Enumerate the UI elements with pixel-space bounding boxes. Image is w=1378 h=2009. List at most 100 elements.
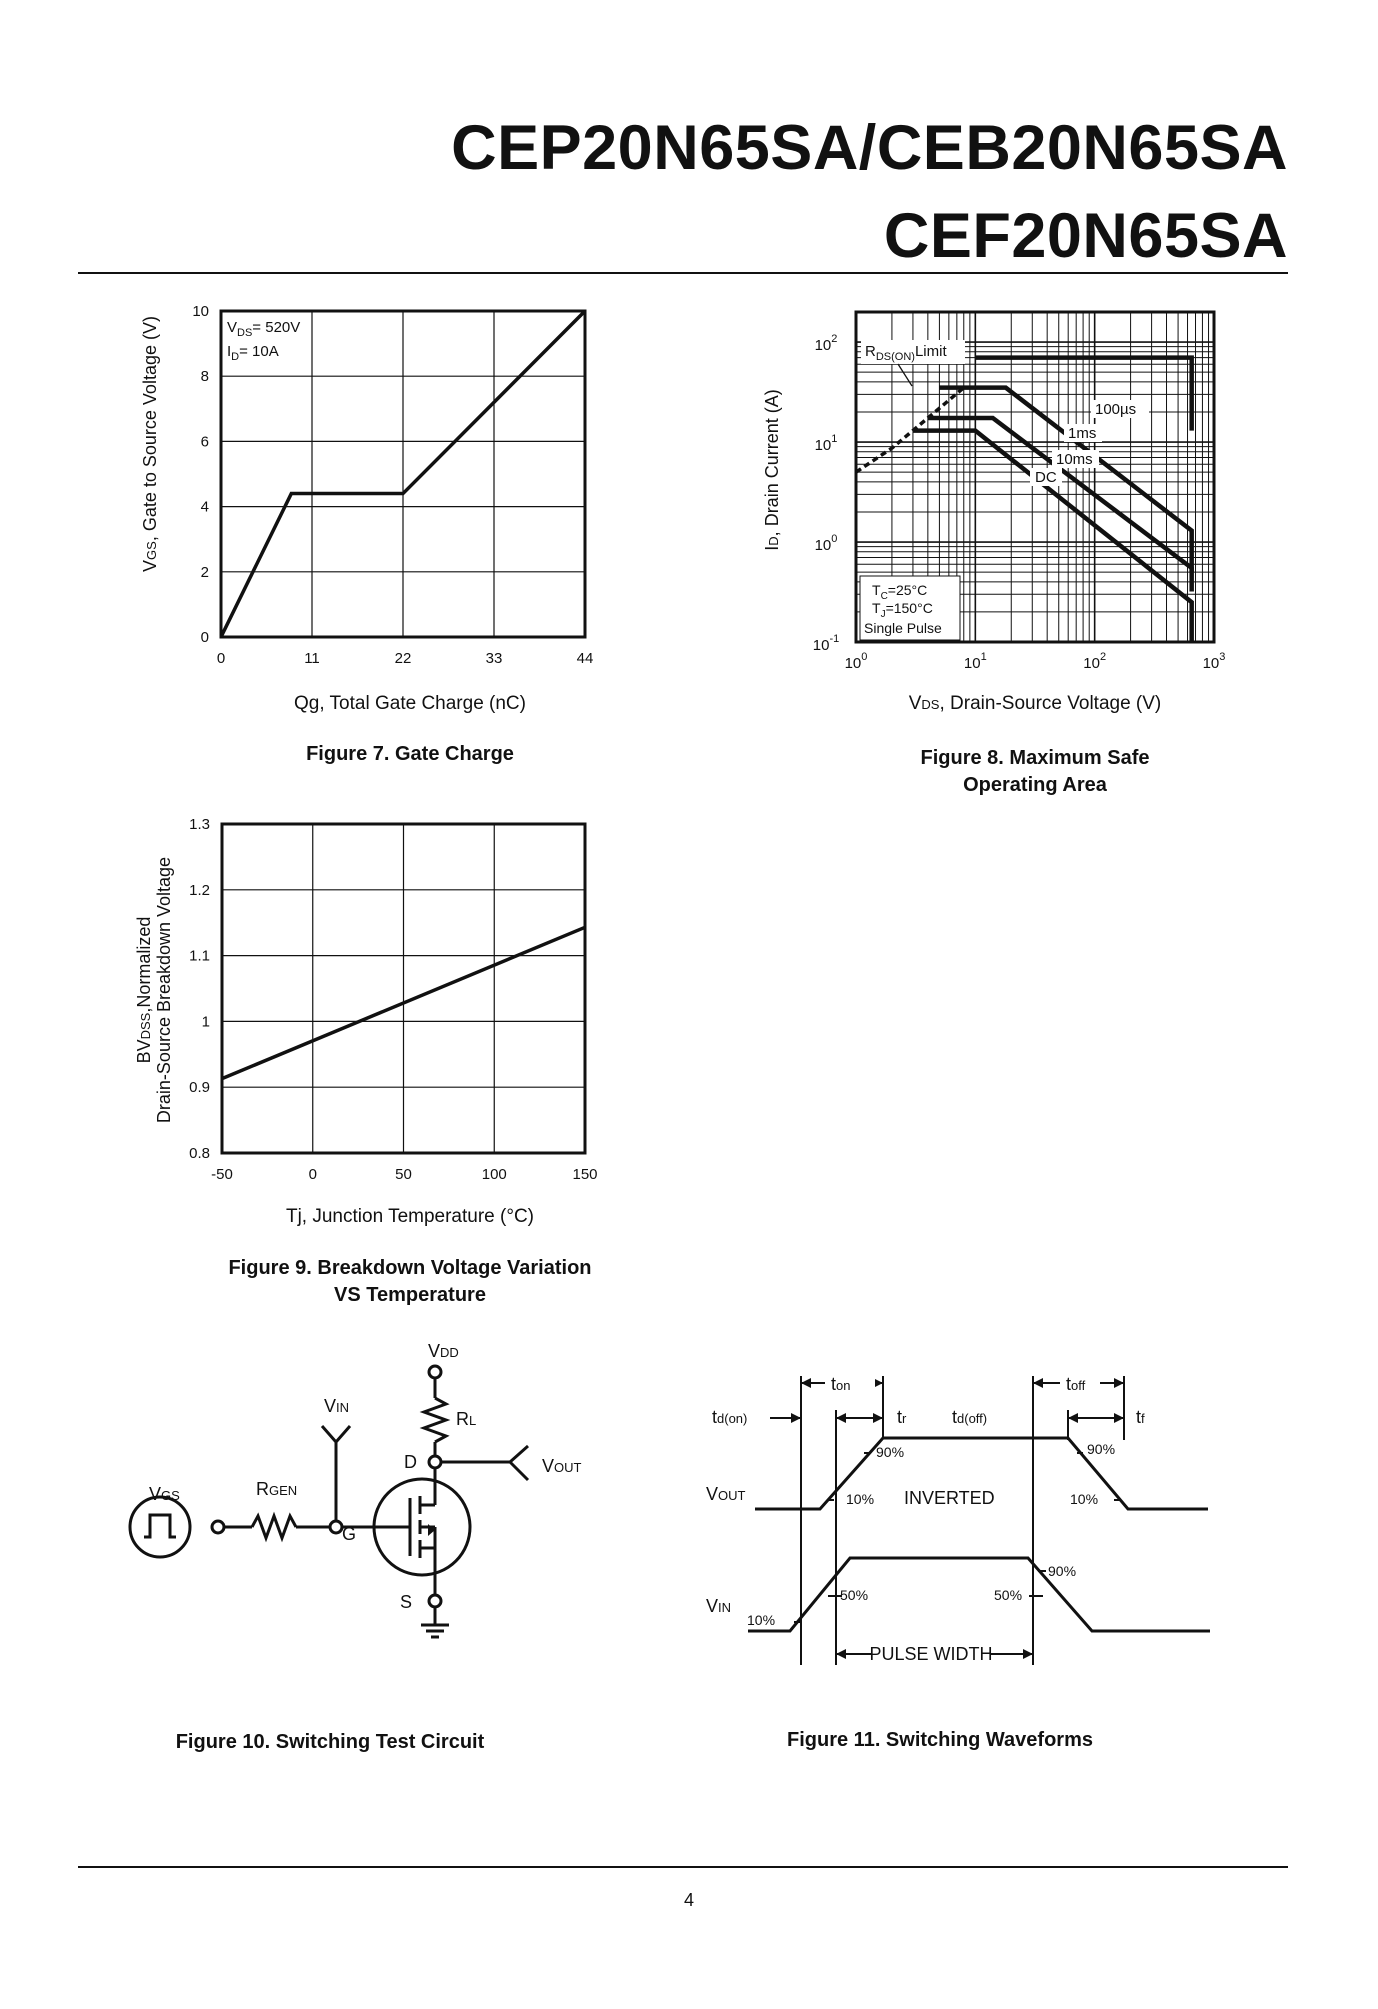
fig8-ytick-label: 10-1 xyxy=(813,633,839,654)
fig11-p10a: 10% xyxy=(846,1491,874,1507)
fig8-label-10ms: 10ms xyxy=(1056,451,1093,468)
page-number: 4 xyxy=(683,1890,694,1910)
fig9-frame xyxy=(220,822,587,1155)
fig10-vin-label: VIN xyxy=(324,1396,349,1416)
fig7-ytick-label: 10 xyxy=(192,303,209,320)
fig9-xtick-label: 150 xyxy=(572,1166,597,1183)
fig11-toff-label: toff xyxy=(1066,1374,1086,1394)
footer-rule xyxy=(78,1866,1288,1868)
fig8-single-pulse: Single Pulse xyxy=(864,620,942,636)
fig8-series-dc xyxy=(912,428,1194,642)
fig9-ytick-label: 1 xyxy=(202,1013,210,1030)
fig11-p10c: 10% xyxy=(747,1612,775,1628)
fig9-ytick-label: 0.8 xyxy=(189,1145,210,1162)
fig9-ytick-label: 0.9 xyxy=(189,1079,210,1096)
document-title-line2: CEF20N65SA xyxy=(883,201,1288,271)
fig8-frame xyxy=(854,310,1216,644)
fig10-source-node xyxy=(427,1593,443,1609)
fig7-series-line xyxy=(219,309,587,638)
fig11-p90b: 90% xyxy=(1087,1441,1115,1457)
fig11-pulse-width-label: PULSE WIDTH xyxy=(869,1644,992,1664)
fig7-xtick-label: 11 xyxy=(304,650,320,667)
fig11-tdoff-label: td(off) xyxy=(952,1407,987,1427)
fig8-rds-leader xyxy=(897,363,913,387)
fig8-tj: TJ=150°C xyxy=(872,600,933,620)
fig10-circuit: VDD RL VIN VOUT VGS RGEN D G S xyxy=(128,1341,582,1639)
fig8-series-1ms xyxy=(939,385,1194,573)
fig7-ytick-label: 4 xyxy=(201,499,209,516)
fig8-label-dc: DC xyxy=(1035,469,1057,486)
fig10-rl-resistor xyxy=(419,1396,451,1444)
document-title-line1: CEP20N65SA/CEB20N65SA xyxy=(451,113,1288,183)
fig7-ytick-label: 8 xyxy=(201,368,209,385)
fig11-tdon-label: td(on) xyxy=(712,1407,747,1427)
fig7-ytick-label: 6 xyxy=(201,433,209,450)
fig11-p50a: 50% xyxy=(840,1587,868,1603)
fig10-vout-label: VOUT xyxy=(542,1456,582,1476)
fig10-drain-node xyxy=(427,1454,443,1470)
fig11-ton-label: ton xyxy=(831,1374,850,1394)
fig8-rds-label-bg xyxy=(861,340,965,364)
fig10-gate-node xyxy=(328,1519,344,1535)
fig8-ytick-label: 101 xyxy=(815,433,838,454)
fig7-xtick-label: 44 xyxy=(577,650,594,667)
fig11-tr-label: tr xyxy=(897,1407,907,1427)
fig9-ylabel-line2: Drain-Source Breakdown Voltage xyxy=(154,857,174,1123)
fig11-vout-wave xyxy=(755,1436,1208,1511)
fig7-xtick-label: 33 xyxy=(486,650,503,667)
fig8-xtick-label: 100 xyxy=(845,651,868,672)
fig9-ytick-label: 1.2 xyxy=(189,882,210,899)
fig9-grid xyxy=(221,823,586,1154)
fig9-ytick-label: 1.1 xyxy=(189,948,210,965)
fig11-tf-label: tf xyxy=(1136,1407,1145,1427)
fig9-series-line xyxy=(221,925,586,1081)
fig8-series-100-s xyxy=(975,355,1194,431)
fig11-vin-wave xyxy=(748,1556,1210,1633)
fig7-xlabel: Qg, Total Gate Charge (nC) xyxy=(294,693,526,714)
fig9-ytick-label: 1.3 xyxy=(189,816,210,833)
fig9-xtick-label: 50 xyxy=(395,1166,412,1183)
fig8-conditions-box xyxy=(859,575,961,641)
fig7-xtick-label: 0 xyxy=(217,650,225,667)
fig8-label-100us: 100µs xyxy=(1095,401,1136,418)
fig7-annotation-id: ID= 10A xyxy=(227,343,279,363)
header-rule xyxy=(78,272,1288,274)
fig10-vdd-label: VDD xyxy=(428,1341,459,1361)
fig8-xtick-label: 102 xyxy=(1083,651,1106,672)
fig11-p90a: 90% xyxy=(876,1444,904,1460)
fig10-pulse-source xyxy=(128,1495,192,1559)
fig8-xtick-label: 103 xyxy=(1203,651,1226,672)
fig8-rds-limit-label: RDS(ON)Limit xyxy=(865,343,947,363)
fig9-ylabel-line1: BVDSS,Normalized xyxy=(134,917,154,1064)
fig7-ytick-label: 2 xyxy=(201,564,209,581)
fig8-ylabel: ID, Drain Current (A) xyxy=(762,389,782,550)
fig9-xtick-label: -50 xyxy=(211,1166,233,1183)
fig11-caption: Figure 11. Switching Waveforms xyxy=(787,1729,1093,1751)
fig11-waveforms: ton toff td(on) tr td(off) tf VOUT VIN 9… xyxy=(706,1374,1210,1665)
fig8-xtick-label: 101 xyxy=(964,651,987,672)
fig11-p90c: 90% xyxy=(1048,1563,1076,1579)
fig9-xtick-label: 100 xyxy=(482,1166,507,1183)
fig8-series-10ms xyxy=(927,415,1194,592)
fig8-ytick-label: 102 xyxy=(815,333,838,354)
fig7-annotation-vds: VDS= 520V xyxy=(227,319,300,339)
fig10-d-label: D xyxy=(404,1452,417,1472)
fig10-input-node xyxy=(210,1519,226,1535)
fig10-vdd-node xyxy=(427,1364,443,1380)
fig11-vin-label: VIN xyxy=(706,1596,731,1616)
fig10-g-label: G xyxy=(342,1524,356,1544)
fig8-xlabel: VDS, Drain-Source Voltage (V) xyxy=(909,693,1162,714)
fig10-caption: Figure 10. Switching Test Circuit xyxy=(175,1731,485,1753)
fig7-frame xyxy=(219,309,587,639)
fig8-tc: TC=25°C xyxy=(872,582,927,602)
fig8-label-1ms: 1ms xyxy=(1068,425,1096,442)
fig10-rl-label: RL xyxy=(456,1409,476,1429)
